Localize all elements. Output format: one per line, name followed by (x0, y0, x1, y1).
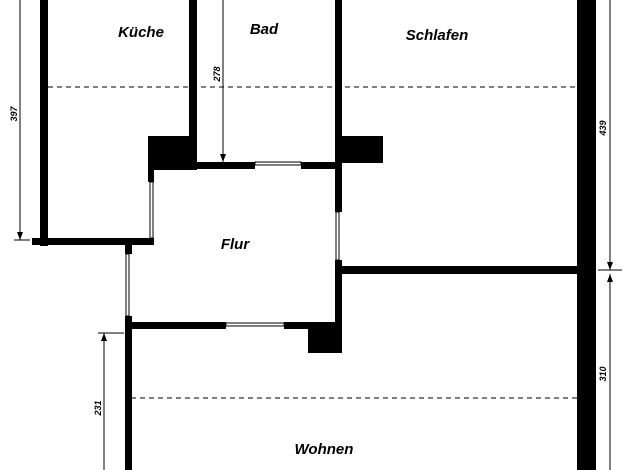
walls (32, 0, 596, 470)
bad-schlafen-wall (335, 0, 342, 212)
dim-label-wohnen-upper: 310 (598, 366, 608, 381)
flur-bottom-wall-left (125, 322, 226, 329)
wohnen-door (225, 322, 285, 327)
dim-arrow-schlafen (607, 262, 613, 270)
dim-label-schlafen: 439 (598, 120, 608, 136)
dim-label-kueche: 397 (9, 106, 19, 122)
outer-right-wall (577, 0, 596, 470)
pillar-left (148, 136, 197, 170)
dim-arrow-wohnen-upper (607, 274, 613, 282)
room-label-kueche: Küche (118, 24, 164, 41)
pillar-right (335, 136, 383, 163)
bad-door (254, 161, 302, 166)
bad-bottom-wall-right (301, 162, 335, 169)
entrance-door (125, 253, 130, 317)
pillar-left-stub (148, 168, 154, 182)
dim-label-wohnen-lower: 231 (93, 400, 103, 416)
wohnen-left-wall (125, 316, 132, 470)
dimension-lines (14, 0, 622, 470)
dim-arrow-kueche (17, 232, 23, 240)
dim-label-bad: 278 (212, 66, 222, 82)
kueche-door (149, 181, 154, 239)
flur-left-wall-top (125, 244, 132, 254)
room-label-flur: Flur (221, 236, 250, 253)
pillar-bottom (308, 322, 342, 353)
room-label-wohnen: Wohnen (295, 441, 354, 458)
kueche-left-wall (40, 0, 48, 246)
room-label-schlafen: Schlafen (406, 27, 469, 44)
schlafen-door (335, 211, 340, 261)
room-label-bad: Bad (250, 21, 279, 38)
flur-right-wall (335, 260, 342, 326)
kueche-bad-wall (189, 0, 197, 138)
dim-arrow-wohnen-lower (101, 333, 107, 341)
schlafen-wohnen-wall (342, 266, 580, 274)
openings (125, 161, 340, 327)
dim-arrow-bad (220, 154, 226, 162)
bad-bottom-wall-left (197, 162, 255, 169)
kueche-bottom-wall (32, 238, 154, 245)
